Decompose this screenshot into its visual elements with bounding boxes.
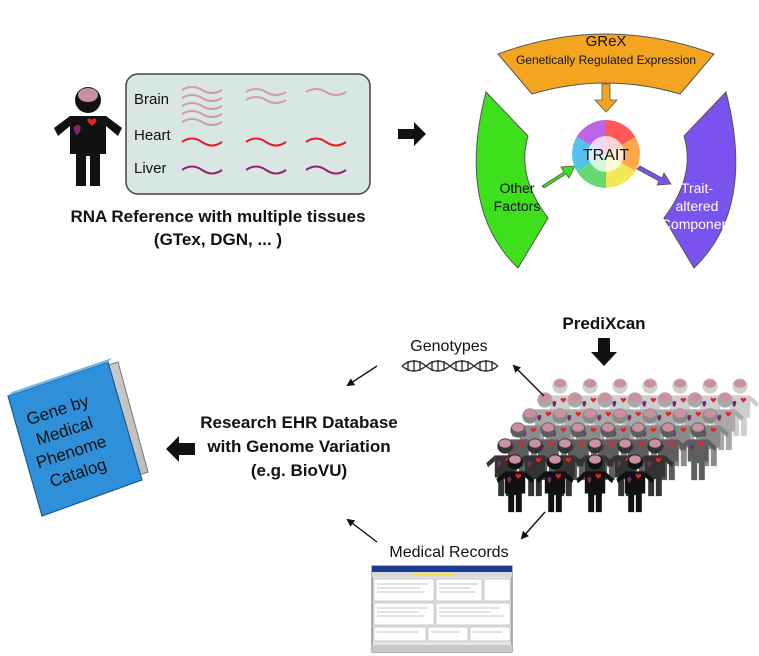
- person-figure: [496, 454, 534, 513]
- database-line1: Research EHR Database: [200, 413, 397, 432]
- person-figure: [536, 454, 574, 513]
- other-factors-segment: [475, 91, 549, 269]
- dna-helix-icon: [401, 360, 499, 372]
- medical-records-label: Medical Records: [389, 544, 508, 561]
- tissue-label-heart: Heart: [134, 127, 172, 144]
- arrow-to-wheel: [398, 122, 426, 146]
- heart-expression-waves: [181, 137, 347, 147]
- trait-color-wheel: [572, 120, 640, 188]
- person-figure: [636, 438, 674, 497]
- other-factors-line2: Factors: [494, 198, 541, 214]
- other-factors-line1: Other: [499, 180, 534, 196]
- liver-expression-waves: [181, 165, 347, 175]
- database-line3: (e.g. BioVU): [251, 461, 347, 480]
- genotypes-label: Genotypes: [410, 338, 487, 355]
- person-icon: [54, 87, 122, 186]
- population-crowd-icon: [486, 378, 759, 513]
- trait-label: TRAIT: [583, 147, 629, 164]
- grex-arrow: [594, 83, 618, 113]
- catalog-book-icon: Gene by Medical Phenome Catalog: [7, 358, 149, 517]
- person-figure: [616, 454, 654, 513]
- grex-segment: [497, 33, 715, 95]
- grex-subtitle: Genetically Regulated Expression: [516, 53, 696, 67]
- trait-wheel: GReX Genetically Regulated Expression Ot…: [475, 33, 737, 269]
- predixcan-arrow: [591, 338, 617, 366]
- trait-altered-line1: Trait-: [681, 180, 713, 196]
- rna-caption-line2: (GTex, DGN, ... ): [154, 230, 282, 249]
- rna-reference-panel: Brain Heart Liver RNA Reference with mul…: [54, 73, 371, 249]
- trait-altered-line2: altered: [676, 198, 719, 214]
- predixcan-label: PrediXcan: [562, 314, 645, 333]
- database-line2: with Genome Variation: [206, 437, 390, 456]
- trait-altered-segment: [663, 91, 737, 269]
- arrow-crowd-to-records: [520, 511, 546, 540]
- trait-altered-line3: Component: [661, 216, 733, 232]
- person-figure: [679, 422, 717, 481]
- arrow-crowd-to-genotypes: [512, 364, 545, 397]
- rna-caption-line1: RNA Reference with multiple tissues: [70, 207, 365, 226]
- person-figure: [576, 454, 614, 513]
- arrow-genotypes-to-database: [346, 365, 378, 387]
- arrow-records-to-database: [346, 518, 378, 543]
- arrow-to-book: [166, 436, 195, 462]
- grex-title: GReX: [586, 33, 627, 50]
- trait-altered-arrow: [636, 165, 672, 186]
- brain-expression-waves: [181, 86, 347, 126]
- other-factors-arrow: [541, 165, 576, 189]
- tissue-label-brain: Brain: [134, 91, 169, 108]
- tissue-label-liver: Liver: [134, 160, 167, 177]
- medical-records-screenshot: [371, 565, 513, 653]
